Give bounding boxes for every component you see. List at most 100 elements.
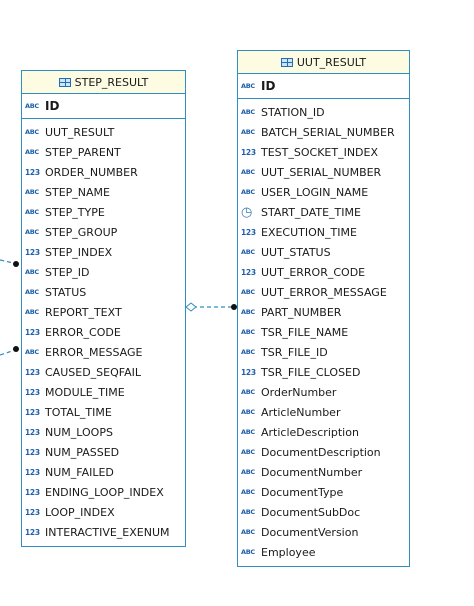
- text-type-icon: ABC: [241, 248, 255, 256]
- column-name: REPORT_TEXT: [45, 305, 122, 319]
- step-result-id-row[interactable]: ABC ID: [22, 94, 185, 119]
- column-name: DocumentVersion: [261, 525, 359, 539]
- column-name: STEP_GROUP: [45, 225, 118, 239]
- numeric-type-icon: 123: [25, 527, 40, 537]
- text-type-icon: ABC: [241, 288, 255, 296]
- text-type-icon: ABC: [25, 348, 39, 356]
- column-name: NUM_FAILED: [45, 465, 114, 479]
- column-name: BATCH_SERIAL_NUMBER: [261, 125, 395, 139]
- column-name: INTERACTIVE_EXENUM: [45, 525, 170, 539]
- column-row[interactable]: ABC ERROR_MESSAGE: [22, 342, 185, 362]
- text-type-icon: ABC: [241, 468, 255, 476]
- column-name: UUT_ERROR_MESSAGE: [261, 285, 387, 299]
- column-row[interactable]: ABC USER_LOGIN_NAME: [238, 182, 409, 202]
- column-name: Employee: [261, 545, 316, 559]
- text-type-icon: ABC: [241, 82, 255, 90]
- text-type-icon: ABC: [25, 102, 39, 110]
- self-link-top-endpoint: [13, 261, 19, 267]
- column-row[interactable]: ABC DocumentSubDoc: [238, 502, 409, 522]
- numeric-type-icon: 123: [25, 247, 40, 257]
- text-type-icon: ABC: [241, 448, 255, 456]
- column-name: UUT_SERIAL_NUMBER: [261, 165, 382, 179]
- text-type-icon: ABC: [241, 188, 255, 196]
- column-name: PART_NUMBER: [261, 305, 342, 319]
- column-row[interactable]: ◷START_DATE_TIME: [238, 202, 409, 222]
- column-name: NUM_LOOPS: [45, 425, 113, 439]
- column-row[interactable]: 123 NUM_PASSED: [22, 442, 185, 462]
- text-type-icon: ABC: [25, 308, 39, 316]
- column-name: DocumentSubDoc: [261, 505, 361, 519]
- text-type-icon: ABC: [241, 108, 255, 116]
- column-name: CAUSED_SEQFAIL: [45, 365, 141, 379]
- column-row[interactable]: 123 INTERACTIVE_EXENUM: [22, 522, 185, 542]
- column-name: ERROR_MESSAGE: [45, 345, 143, 359]
- column-name: NUM_PASSED: [45, 445, 120, 459]
- text-type-icon: ABC: [25, 208, 39, 216]
- column-row[interactable]: ABC STEP_ID: [22, 262, 185, 282]
- column-name: ENDING_LOOP_INDEX: [45, 485, 164, 499]
- numeric-type-icon: 123: [241, 367, 256, 377]
- column-row[interactable]: ABC STEP_TYPE: [22, 202, 185, 222]
- text-type-icon: ABC: [241, 388, 255, 396]
- uut-result-header[interactable]: UUT_RESULT: [238, 51, 409, 74]
- text-type-icon: ABC: [25, 288, 39, 296]
- numeric-type-icon: 123: [25, 507, 40, 517]
- text-type-icon: ABC: [241, 348, 255, 356]
- column-row[interactable]: ABC ArticleDescription: [238, 422, 409, 442]
- column-name: ArticleDescription: [261, 425, 359, 439]
- column-name: STEP_ID: [45, 265, 90, 279]
- column-name: STEP_TYPE: [45, 205, 105, 219]
- numeric-type-icon: 123: [241, 147, 256, 157]
- column-name: EXECUTION_TIME: [261, 225, 357, 239]
- step-result-header[interactable]: STEP_RESULT: [22, 71, 185, 94]
- text-type-icon: ABC: [241, 428, 255, 436]
- uut-result-id-label: ID: [261, 79, 276, 93]
- text-type-icon: ABC: [25, 268, 39, 276]
- column-name: TSR_FILE_NAME: [261, 325, 349, 339]
- column-name: USER_LOGIN_NAME: [261, 185, 369, 199]
- column-row[interactable]: ABC UUT_ERROR_MESSAGE: [238, 282, 409, 302]
- numeric-type-icon: 123: [25, 167, 40, 177]
- text-type-icon: ABC: [241, 508, 255, 516]
- numeric-type-icon: 123: [25, 447, 40, 457]
- column-row[interactable]: ABC REPORT_TEXT: [22, 302, 185, 322]
- uut-result-id-row[interactable]: ABC ID: [238, 74, 409, 99]
